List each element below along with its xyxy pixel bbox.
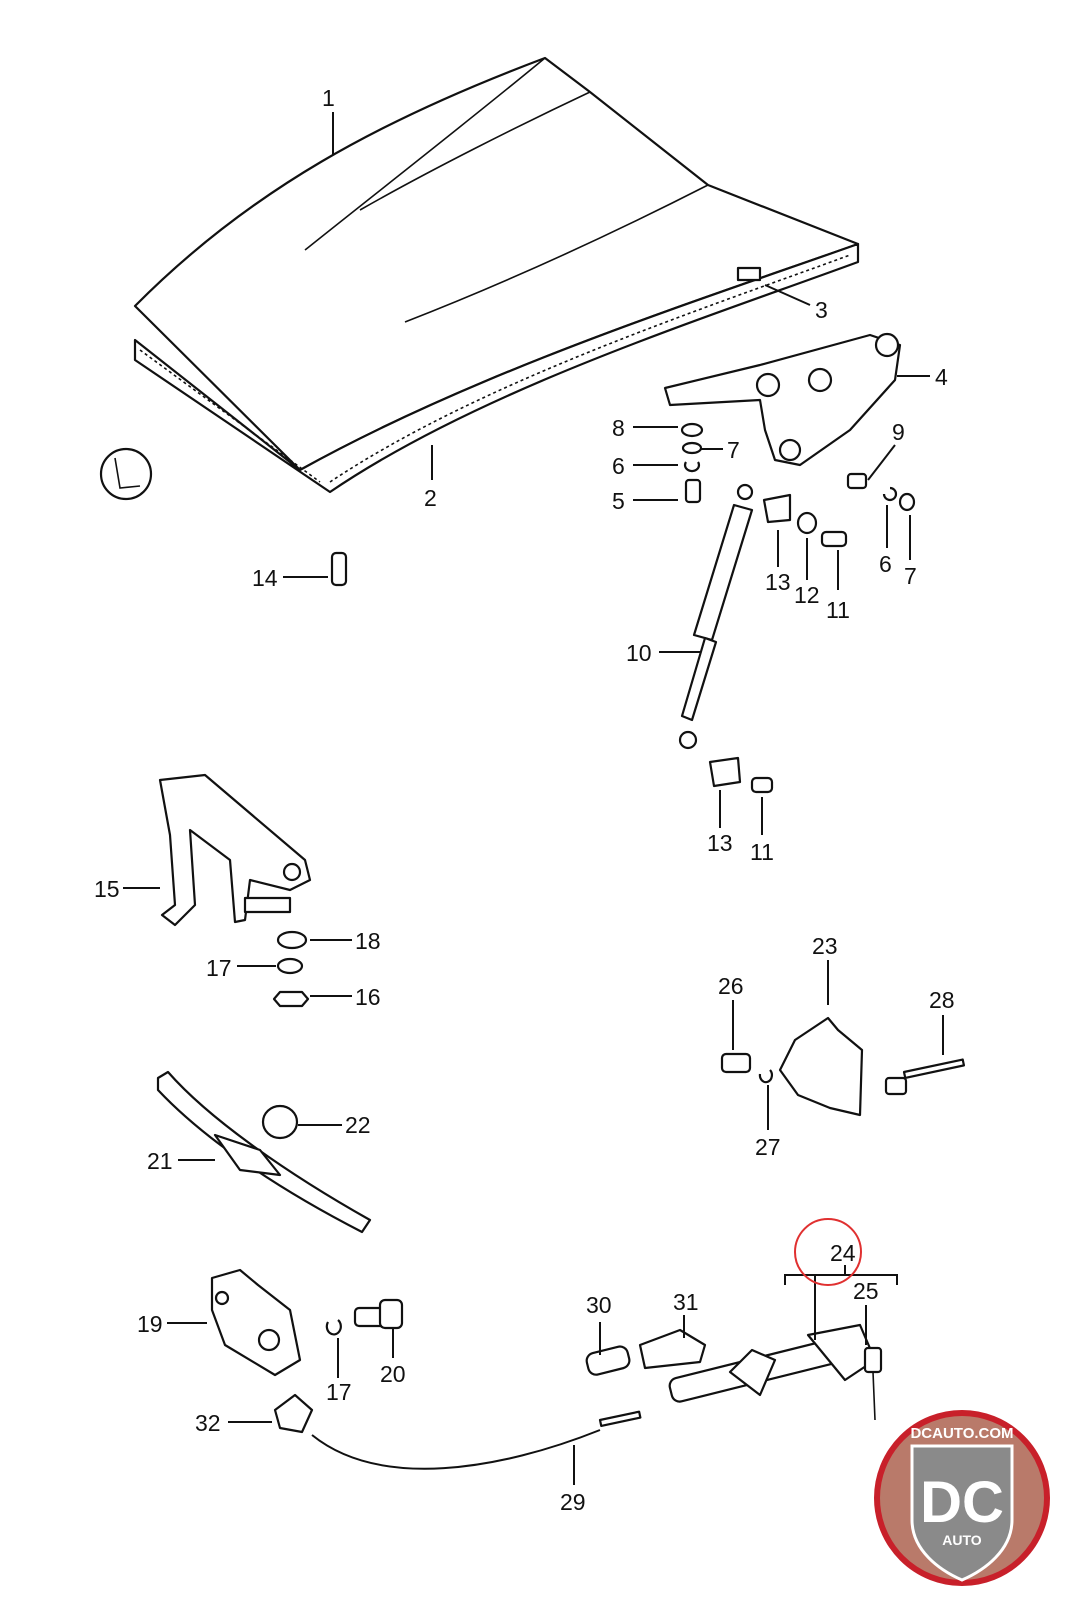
dcauto-watermark: DCAUTO.COM DC AUTO	[874, 1410, 1050, 1586]
callout-6a: 6	[612, 453, 625, 479]
hood-panel	[133, 56, 860, 472]
hood-lock-cross-member	[156, 1070, 372, 1234]
callout-10: 10	[626, 640, 652, 666]
lock-cylinder-assembly	[668, 1323, 877, 1403]
callout-31: 31	[673, 1289, 699, 1315]
callout-22: 22	[345, 1112, 371, 1138]
callout-7a: 7	[727, 437, 740, 463]
callout-5: 5	[612, 488, 625, 514]
callout-3: 3	[815, 297, 828, 323]
cable-end-fitting	[273, 1393, 314, 1434]
hood-hinge	[663, 332, 902, 467]
cover-screw	[720, 1052, 752, 1074]
callout-7b: 7	[904, 563, 917, 589]
watermark-badge	[910, 1444, 1014, 1582]
bushing	[585, 1345, 631, 1376]
rubber-grommet	[261, 1104, 299, 1140]
callout-28: 28	[929, 987, 955, 1013]
watermark-site-text: DCAUTO.COM	[910, 1425, 1013, 1442]
callout-4: 4	[935, 364, 948, 390]
callout-1: 1	[322, 85, 335, 111]
callout-2: 2	[424, 485, 437, 511]
callout-8: 8	[612, 415, 625, 441]
lock-bolt	[353, 1298, 404, 1330]
callout-18: 18	[355, 928, 381, 954]
callout-12: 12	[794, 582, 820, 608]
gas-strut	[678, 483, 754, 750]
callout-17b: 17	[326, 1379, 352, 1405]
callout-25: 25	[853, 1278, 879, 1304]
watermark-sub-text: AUTO	[942, 1532, 982, 1548]
callout-15: 15	[94, 876, 120, 902]
l-symbol-icon	[99, 447, 153, 501]
callout-14: 14	[252, 565, 278, 591]
hood-lock	[210, 1268, 302, 1377]
callout-30: 30	[586, 1292, 612, 1318]
lock-washer	[325, 1319, 342, 1336]
small-fasteners	[680, 422, 916, 512]
callout-13b: 13	[707, 830, 733, 856]
stop-buffer	[330, 551, 348, 587]
release-cable	[311, 1429, 601, 1470]
lock-cover-plate	[778, 1016, 864, 1117]
nut-washers	[272, 930, 310, 1008]
callout-21: 21	[147, 1148, 173, 1174]
lever	[638, 1328, 707, 1370]
callout-23: 23	[812, 933, 838, 959]
leader-lines	[123, 112, 944, 1485]
callout-6b: 6	[879, 551, 892, 577]
callout-16: 16	[355, 984, 381, 1010]
callout-13a: 13	[765, 569, 791, 595]
watermark-logo-text: DC	[920, 1470, 1004, 1535]
callout-27: 27	[755, 1134, 781, 1160]
callout-29: 29	[560, 1489, 586, 1515]
cover-rivet	[884, 1058, 966, 1096]
highlight-circle	[794, 1218, 862, 1286]
callout-26: 26	[718, 973, 744, 999]
callout-17a: 17	[206, 955, 232, 981]
callout-11b: 11	[750, 839, 774, 865]
callout-32: 32	[195, 1410, 221, 1436]
callout-11a: 11	[826, 597, 850, 623]
callout-20: 20	[380, 1361, 406, 1387]
lock-bracket	[158, 773, 312, 927]
callout-19: 19	[137, 1311, 163, 1337]
hood-seal	[133, 242, 860, 494]
callout-labels: 1 2 3 4 5 6 6 7 7 8 9 10 11 11 12 13 13 …	[94, 85, 955, 1515]
cover-washer	[758, 1069, 774, 1084]
cable-pin	[598, 1410, 642, 1427]
watermark-ring	[874, 1410, 1050, 1586]
group-bracket	[784, 1265, 898, 1340]
callout-24: 24	[830, 1240, 856, 1266]
strut-clips-bolts	[708, 493, 848, 794]
key	[863, 1346, 883, 1421]
callout-9: 9	[892, 419, 905, 445]
